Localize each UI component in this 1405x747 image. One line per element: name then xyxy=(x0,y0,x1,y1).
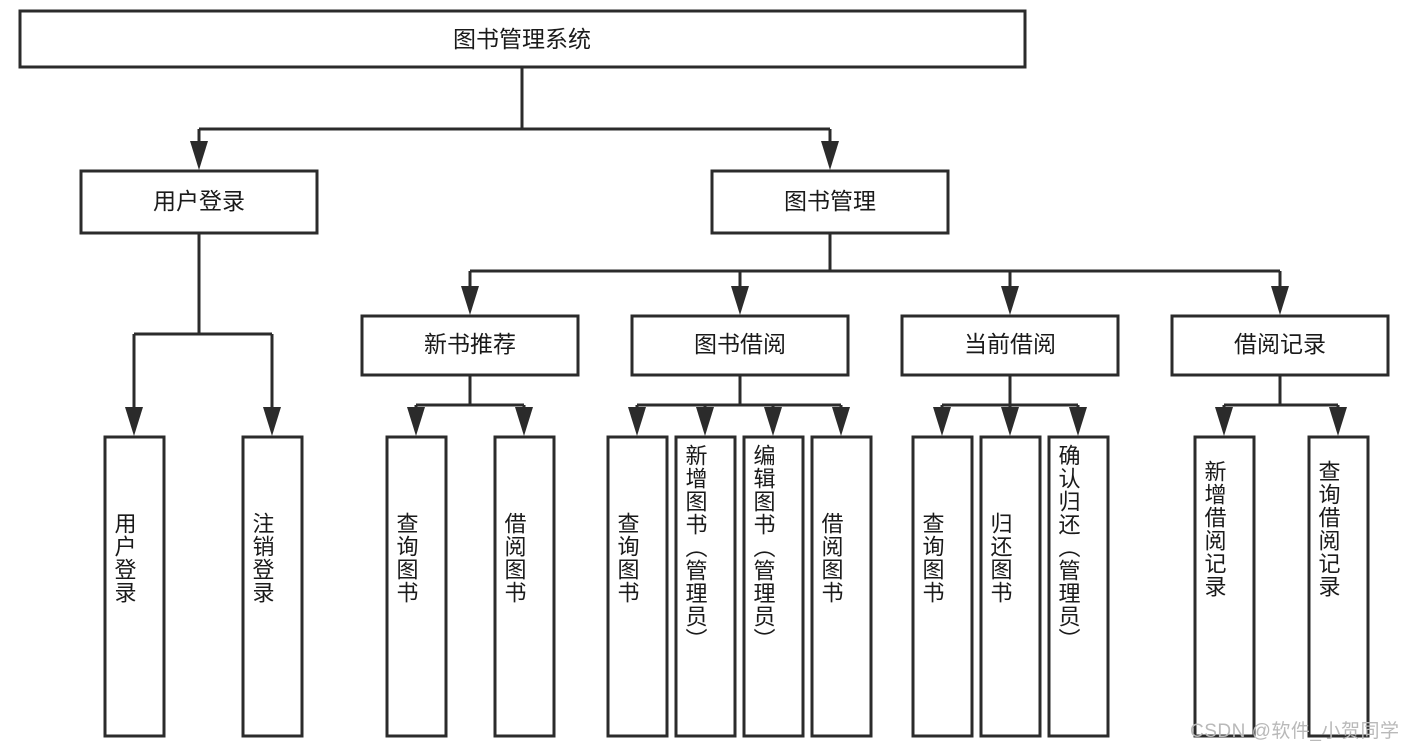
leaf-box-nbr-borrow-book[interactable] xyxy=(493,435,556,738)
leaf-box-cb-return-book[interactable] xyxy=(979,435,1042,738)
leaf-box-logout[interactable] xyxy=(241,435,304,738)
leaf-box-nbr-query-book[interactable] xyxy=(385,435,448,738)
arrow-to-leaf-bb-add xyxy=(696,407,714,436)
node-root[interactable]: 图书管理系统 xyxy=(18,9,1027,69)
node-user-login[interactable]: 用户登录 xyxy=(79,169,319,235)
connector-root-to-level2 xyxy=(190,67,839,170)
new-book-recommend-label: 新书推荐 xyxy=(424,331,516,357)
current-borrow-box[interactable] xyxy=(900,314,1120,377)
arrow-to-leaf-cb-return xyxy=(1001,407,1019,436)
arrow-to-leaf-nbr-query xyxy=(407,407,425,436)
book-borrow-label: 图书借阅 xyxy=(694,331,786,357)
connector-new-book-recommend-to-leaves xyxy=(407,375,533,436)
arrow-to-book-borrow xyxy=(731,286,749,315)
arrow-to-current-borrow xyxy=(1001,286,1019,315)
arrow-to-leaf-bb-edit xyxy=(764,407,782,436)
connector-user-login-to-leaves xyxy=(125,233,281,436)
connector-current-borrow-to-leaves xyxy=(933,375,1087,436)
arrow-to-leaf-logout xyxy=(263,407,281,436)
leaf-box-user-login[interactable] xyxy=(103,435,166,738)
arrow-to-book-manage xyxy=(821,141,839,170)
new-book-recommend-box[interactable] xyxy=(360,314,580,377)
connector-borrow-record-to-leaves xyxy=(1215,375,1347,436)
arrow-to-leaf-cb-confirm xyxy=(1069,407,1087,436)
root-label: 图书管理系统 xyxy=(453,26,591,52)
leaf-box-bb-query-book[interactable] xyxy=(606,435,669,738)
node-borrow-record[interactable]: 借阅记录 xyxy=(1170,314,1390,377)
arrow-to-leaf-bb-query xyxy=(628,407,646,436)
node-book-manage[interactable]: 图书管理 xyxy=(710,169,950,235)
leaf-box-bb-add-book[interactable] xyxy=(674,435,737,738)
leaf-box-bb-edit-book[interactable] xyxy=(742,435,805,738)
arrow-to-user-login xyxy=(190,141,208,170)
current-borrow-label: 当前借阅 xyxy=(964,331,1056,357)
arrow-to-borrow-record xyxy=(1271,286,1289,315)
leaf-box-cb-query-book[interactable] xyxy=(911,435,974,738)
root-box[interactable] xyxy=(18,9,1027,69)
arrow-to-leaf-br-add xyxy=(1215,407,1233,436)
leaf-box-cb-confirm-return[interactable] xyxy=(1047,435,1110,738)
book-manage-label: 图书管理 xyxy=(784,188,876,214)
node-current-borrow[interactable]: 当前借阅 xyxy=(900,314,1120,377)
arrow-to-new-book-recommend xyxy=(461,286,479,315)
arrow-to-leaf-bb-borrow xyxy=(832,407,850,436)
arrow-to-leaf-nbr-borrow xyxy=(515,407,533,436)
node-book-borrow[interactable]: 图书借阅 xyxy=(630,314,850,377)
watermark-text: CSDN @软件_小贺同学 xyxy=(1190,721,1400,742)
leaf-box-br-query-record[interactable] xyxy=(1307,435,1370,738)
arrow-to-leaf-br-query xyxy=(1329,407,1347,436)
arrow-to-leaf-user-login xyxy=(125,407,143,436)
node-new-book-recommend[interactable]: 新书推荐 xyxy=(360,314,580,377)
user-login-box[interactable] xyxy=(79,169,319,235)
connector-book-manage-to-level3 xyxy=(461,233,1289,315)
leaf-box-bb-borrow-book[interactable] xyxy=(810,435,873,738)
arrow-to-leaf-cb-query xyxy=(933,407,951,436)
leaf-box-br-add-record[interactable] xyxy=(1193,435,1256,738)
user-login-label: 用户登录 xyxy=(153,188,245,214)
connector-book-borrow-to-leaves xyxy=(628,375,850,436)
borrow-record-label: 借阅记录 xyxy=(1234,331,1326,357)
